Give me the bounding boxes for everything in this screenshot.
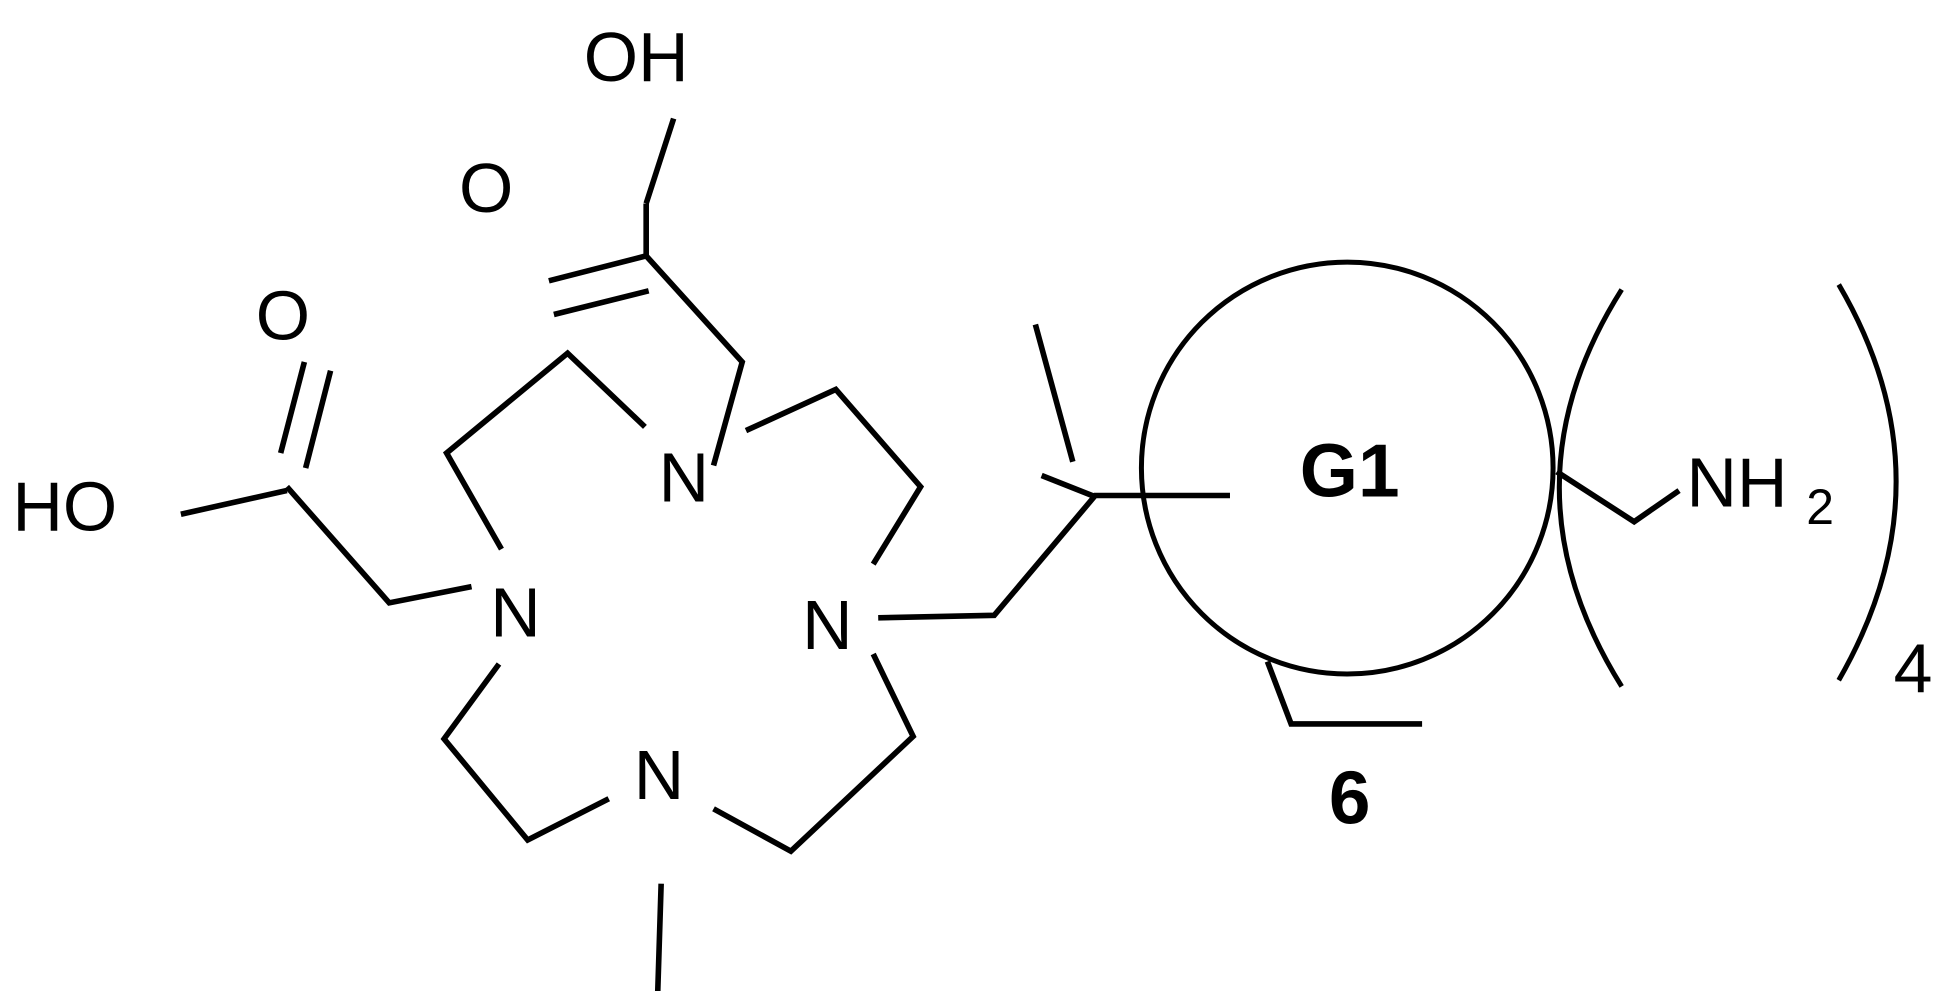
compound-label: 6 xyxy=(1329,756,1371,840)
left-parenthesis xyxy=(1556,288,1624,688)
atom-n-ring-top: N xyxy=(659,439,709,517)
top-acetate-arm xyxy=(548,117,746,467)
atom-oh-top: OH xyxy=(584,18,689,96)
terminal-subscript: 2 xyxy=(1806,479,1834,535)
terminal-arm-bond xyxy=(1555,469,1681,526)
atom-o-left: O xyxy=(256,276,310,354)
atom-n-ring-right: N xyxy=(802,586,852,664)
amide-arm xyxy=(878,323,1230,621)
bottom-acetate-arm xyxy=(654,883,664,991)
right-parenthesis xyxy=(1836,283,1899,682)
left-acetate-arm xyxy=(180,361,473,606)
repeat-count: 4 xyxy=(1894,630,1933,708)
terminal-nh: NH xyxy=(1687,444,1788,522)
atom-n-ring-left: N xyxy=(490,574,540,652)
linker-bond xyxy=(1264,660,1423,727)
cyclen-ring xyxy=(440,349,925,855)
core-label: G1 xyxy=(1300,429,1400,513)
atom-o-top: O xyxy=(459,149,513,227)
atom-n-ring-bottom: N xyxy=(634,736,684,814)
g1-core-circle xyxy=(1138,259,1556,677)
atom-ho-left: HO xyxy=(12,467,117,545)
